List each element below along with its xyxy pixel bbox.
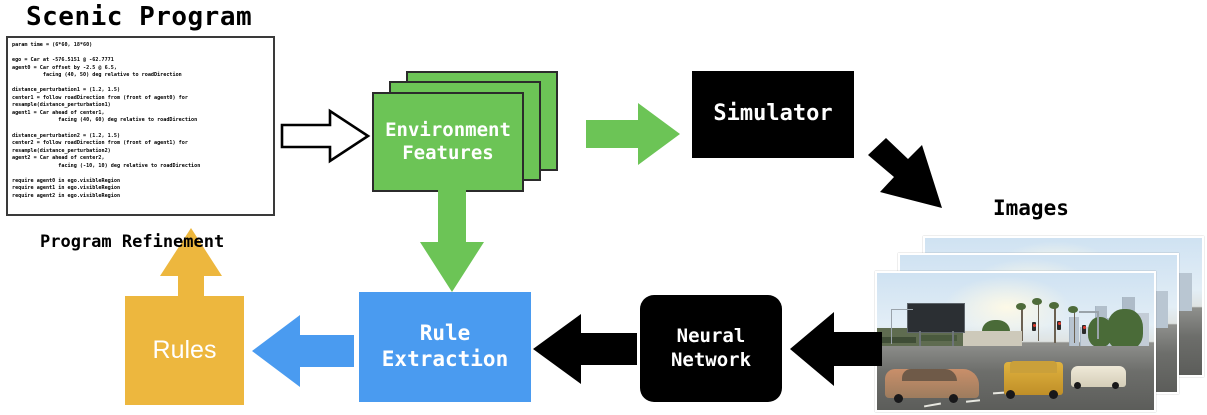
arrow-neural-network-to-rule-extraction bbox=[533, 312, 637, 386]
scenic-program-code-text: param time = (6*60, 18*60) ego = Car at … bbox=[12, 42, 201, 199]
scenic-program-code-box: param time = (6*60, 18*60) ego = Car at … bbox=[6, 36, 275, 216]
image-stack-front[interactable] bbox=[875, 271, 1156, 412]
simulator-box[interactable]: Simulator bbox=[692, 71, 854, 158]
arrow-images-to-neural-network bbox=[790, 310, 882, 388]
environment-features-box[interactable]: Environment Features bbox=[372, 92, 524, 192]
arrow-environment-to-simulator bbox=[586, 101, 682, 167]
rules-label: Rules bbox=[152, 336, 217, 364]
simulator-label: Simulator bbox=[713, 101, 833, 127]
rule-extraction-label: Rule Extraction bbox=[381, 321, 509, 371]
neural-network-box[interactable]: Neural Network bbox=[640, 295, 782, 402]
arrow-environment-to-rule-extraction bbox=[418, 190, 486, 294]
neural-network-label: Neural Network bbox=[670, 325, 752, 371]
arrow-rules-to-program bbox=[158, 228, 224, 300]
page-title: Scenic Program bbox=[26, 2, 253, 32]
arrow-simulator-to-images bbox=[866, 136, 964, 220]
environment-features-label: Environment Features bbox=[385, 118, 511, 164]
arrow-rule-extraction-to-rules bbox=[252, 313, 354, 389]
rules-box[interactable]: Rules bbox=[125, 296, 244, 405]
arrow-program-to-environment bbox=[280, 106, 372, 166]
program-refinement-label: Program Refinement bbox=[40, 232, 225, 252]
images-title: Images bbox=[993, 196, 1069, 220]
rule-extraction-box[interactable]: Rule Extraction bbox=[359, 292, 531, 402]
